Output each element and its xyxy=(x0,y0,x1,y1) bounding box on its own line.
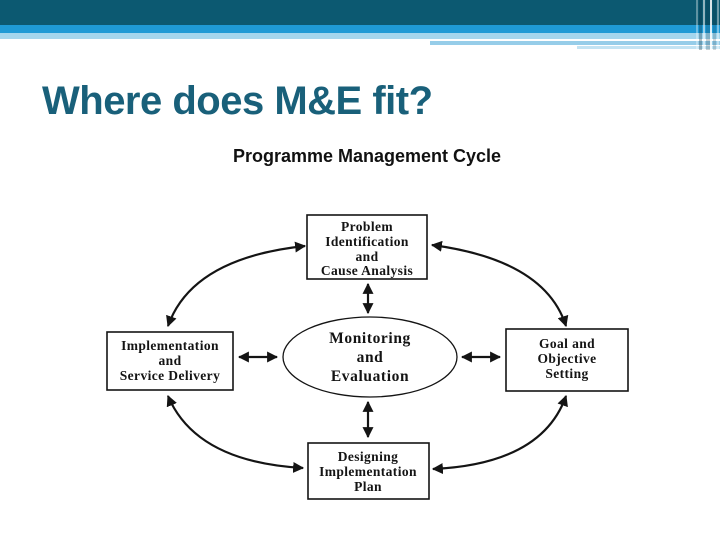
ellipse-line: and xyxy=(357,349,384,366)
cycle-arrow-top-right xyxy=(430,240,569,328)
header-bar-blue xyxy=(0,25,720,33)
header-accent-blue-line xyxy=(430,41,720,45)
box-line: Identification xyxy=(325,234,409,249)
box-line: Setting xyxy=(545,366,588,381)
box-line: and xyxy=(159,353,182,368)
box-line: Implementation xyxy=(319,464,417,479)
implementation-box xyxy=(106,331,234,391)
monitoring-evaluation-ellipse xyxy=(282,316,458,398)
header-corner-stripe xyxy=(696,0,698,50)
header-corner-stripe xyxy=(717,0,719,50)
problem-identification-box xyxy=(306,214,428,280)
slide-title: Where does M&E fit? xyxy=(42,79,433,123)
header-bar-light-blue xyxy=(0,33,720,39)
header-accent-thin-line xyxy=(577,46,720,49)
box-line: Service Delivery xyxy=(120,368,220,383)
box-line: Implementation xyxy=(121,338,219,353)
cycle-arrow-top-left xyxy=(166,241,307,328)
cycle-arrow-bottom-right xyxy=(431,394,568,475)
box-line: Objective xyxy=(537,351,596,366)
designing-plan-box xyxy=(307,442,430,500)
box-line: Goal and xyxy=(539,336,595,351)
header-corner-stripe xyxy=(699,0,702,50)
goal-objective-box xyxy=(505,328,629,392)
box-line: and xyxy=(356,249,379,264)
header-bar-dark xyxy=(0,0,720,25)
box-line: Problem xyxy=(341,219,393,234)
cycle-arrow-bottom-left xyxy=(166,394,305,473)
ellipse-line: Evaluation xyxy=(331,368,409,385)
ellipse-line: Monitoring xyxy=(329,330,411,347)
diagram-heading: Programme Management Cycle xyxy=(233,146,501,166)
header-corner-stripe xyxy=(710,0,712,50)
box-line: Cause Analysis xyxy=(321,263,413,278)
header-corner-stripe xyxy=(703,0,705,50)
header-accent-white-line xyxy=(430,39,658,41)
box-line: Plan xyxy=(354,479,382,494)
header-corner-stripe xyxy=(706,0,710,50)
box-line: Designing xyxy=(338,449,399,464)
header-corner-stripe xyxy=(713,0,716,50)
